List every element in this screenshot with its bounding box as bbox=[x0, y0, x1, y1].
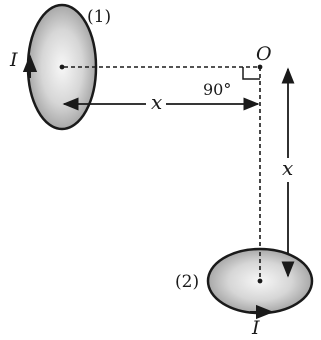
coil-2-label: (2) bbox=[175, 272, 199, 292]
coil-2-center bbox=[257, 278, 263, 284]
distance-v-label: x bbox=[282, 156, 293, 180]
coil-1-label: (1) bbox=[87, 7, 111, 27]
angle-label: 90° bbox=[203, 80, 231, 99]
coil-1-center bbox=[59, 64, 65, 70]
point-o bbox=[257, 64, 263, 70]
distance-h-label: x bbox=[151, 90, 162, 114]
right-angle-marker bbox=[242, 67, 260, 80]
point-o-label: O bbox=[256, 43, 272, 65]
distance-h-label-bg bbox=[146, 92, 166, 116]
distance-v-label-bg bbox=[279, 158, 298, 182]
current-1-label: I bbox=[9, 49, 18, 71]
current-2-label: I bbox=[251, 317, 260, 339]
